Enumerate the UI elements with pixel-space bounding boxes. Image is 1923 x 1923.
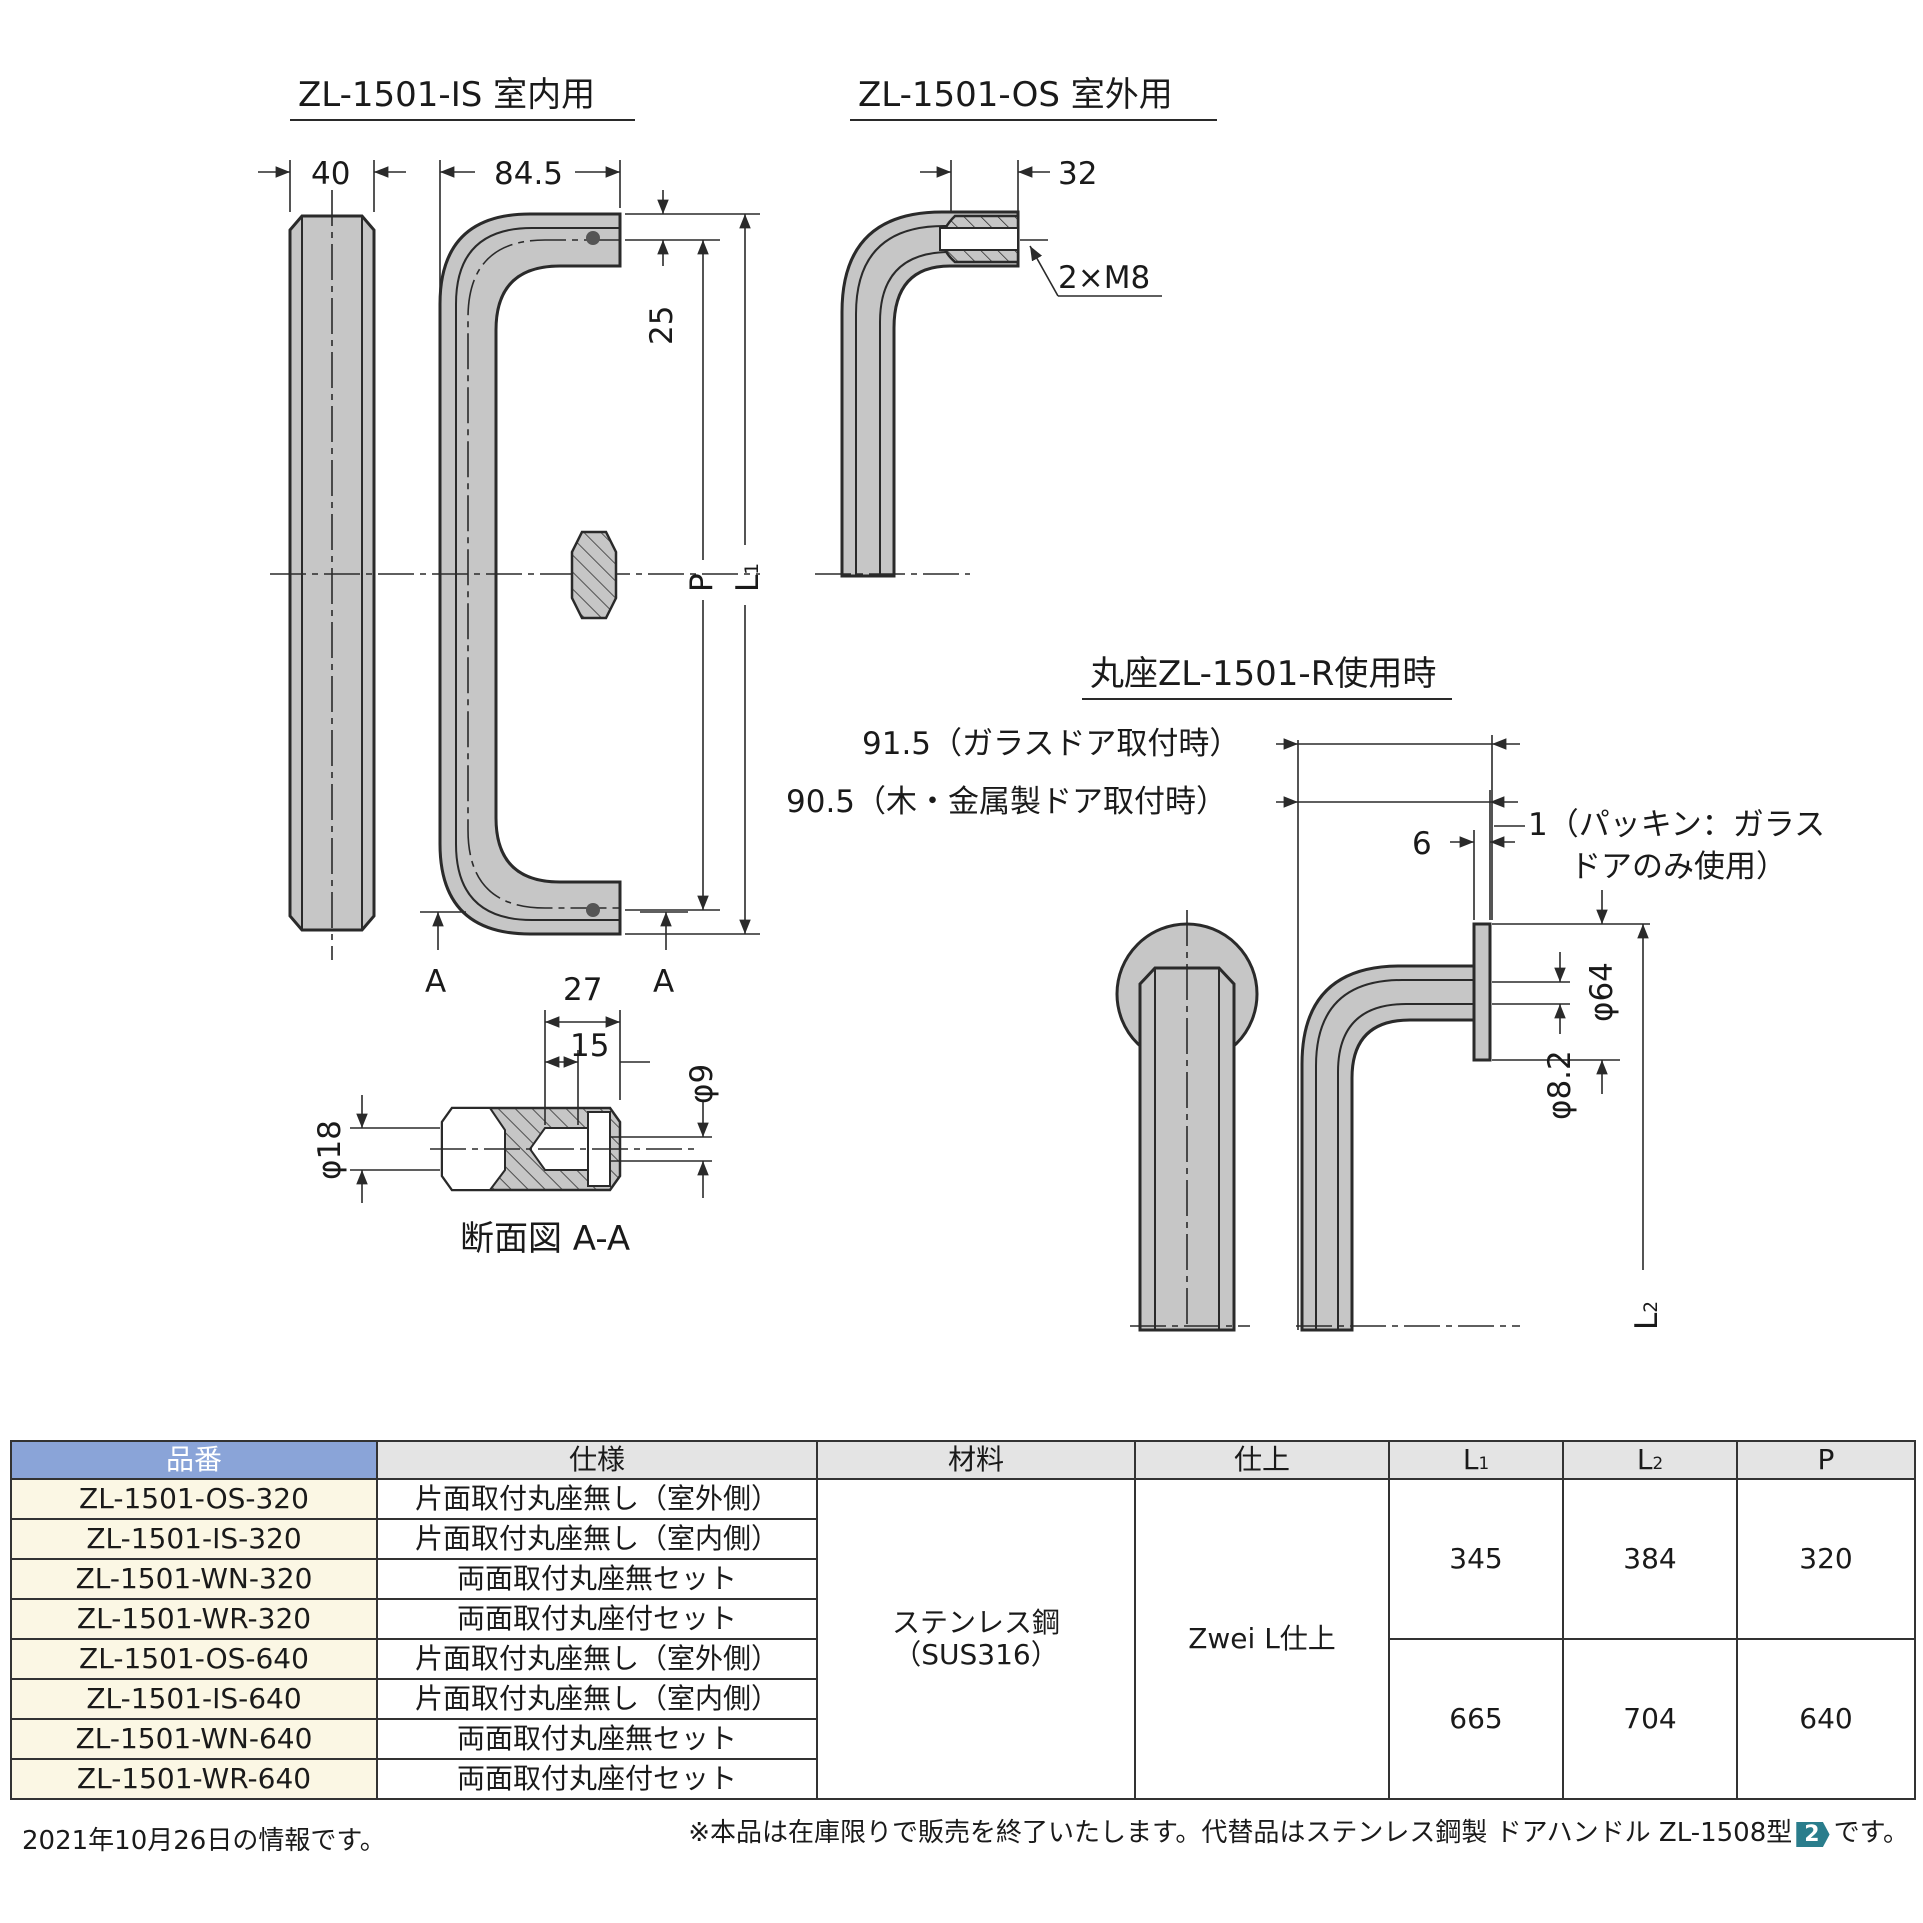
section-a-a-view [430, 1106, 700, 1192]
svg-text:L1: L1 [730, 563, 766, 592]
discontinuation-notice: ※本品は在庫限りで販売を終了いたします。代替品はステンレス鋼製 ドアハンドル Z… [688, 1818, 1909, 1848]
l2-cell-640: 704 [1562, 1638, 1738, 1800]
svg-text:ZL-1501-OS 室外用: ZL-1501-OS 室外用 [858, 75, 1173, 115]
dim-90-5-wood: 90.5（木・金属製ドア取付時） [786, 784, 1518, 920]
section-title: 断面図 A-A [460, 1219, 630, 1259]
spec-table: 品番 仕様 材料 仕上 L1 L2 P ZL-1501-OS-320 片面取付丸… [10, 1440, 1916, 1800]
part-number-cell: ZL-1501-WR-640 [10, 1758, 378, 1800]
part-number-cell: ZL-1501-OS-640 [10, 1638, 378, 1680]
svg-text:L2: L2 [1629, 1301, 1665, 1330]
dim-phi9: φ9 [610, 1064, 720, 1198]
title-indoor: ZL-1501-IS 室内用 [290, 75, 635, 121]
header-l2: L2 [1562, 1440, 1738, 1480]
thread-callout: 2×M8 [1020, 239, 1162, 297]
header-material: 材料 [816, 1440, 1136, 1480]
part-number-cell: ZL-1501-WR-320 [10, 1598, 378, 1640]
svg-text:90.5（木・金属製ドア取付時）: 90.5（木・金属製ドア取付時） [786, 784, 1227, 820]
svg-text:2×M8: 2×M8 [1058, 260, 1150, 296]
part-number-cell: ZL-1501-IS-320 [10, 1518, 378, 1560]
spec-cell: 片面取付丸座無し（室外側） [376, 1638, 818, 1680]
dim-length-l2: L2 [1629, 924, 1665, 1330]
spec-cell: 両面取付丸座無セット [376, 1718, 818, 1760]
dim-91-5-glass: 91.5（ガラスドア取付時） [862, 726, 1520, 1330]
material-cell: ステンレス鋼（SUS316） [816, 1478, 1136, 1800]
svg-text:A: A [425, 964, 446, 1000]
spec-cell: 両面取付丸座付セット [376, 1758, 818, 1800]
svg-text:A: A [653, 964, 674, 1000]
round-base-handle-view [1296, 922, 1520, 1332]
part-number-cell: ZL-1501-WN-320 [10, 1558, 378, 1600]
svg-text:25: 25 [644, 306, 680, 345]
title-outdoor: ZL-1501-OS 室外用 [850, 75, 1217, 121]
svg-text:91.5（ガラスドア取付時）: 91.5（ガラスドア取付時） [862, 726, 1240, 762]
header-finish: 仕上 [1134, 1440, 1390, 1480]
finish-cell: Zwei L仕上 [1134, 1478, 1390, 1800]
handle-l-outdoor-view [815, 210, 1020, 578]
spec-cell: 片面取付丸座無し（室外側） [376, 1478, 818, 1520]
dim-27: 27 [544, 972, 621, 1125]
table-row: ZL-1501-IS-320 片面取付丸座無し（室内側） [10, 1518, 1915, 1560]
svg-text:84.5: 84.5 [494, 156, 563, 192]
dim-width-40: 40 [258, 156, 406, 212]
dim-pitch-p: P [625, 240, 720, 911]
spec-cell: 両面取付丸座無セット [376, 1558, 818, 1600]
spec-cell: 片面取付丸座無し（室内側） [376, 1518, 818, 1560]
svg-text:15: 15 [570, 1028, 609, 1064]
header-p: P [1736, 1440, 1916, 1480]
l1-cell-320: 345 [1388, 1478, 1564, 1640]
table-row: ZL-1501-WN-640 両面取付丸座無セット [10, 1718, 1915, 1760]
round-base-side-view [1115, 910, 1259, 1332]
svg-text:ドアのみ使用）: ドアのみ使用） [1570, 849, 1787, 885]
dim-width-32: 32 [920, 156, 1097, 212]
dim-15: 15 [545, 1028, 650, 1125]
svg-text:φ9: φ9 [684, 1064, 720, 1104]
page-ref-badge[interactable]: 2 [1796, 1822, 1830, 1847]
table-row: ZL-1501-WN-320 両面取付丸座無セット [10, 1558, 1915, 1600]
svg-text:φ18: φ18 [312, 1120, 348, 1180]
table-header-row: 品番 仕様 材料 仕上 L1 L2 P [10, 1440, 1916, 1480]
dim-6-and-packing: 6 1（パッキン：ガラス ドアのみ使用） [1412, 807, 1825, 920]
dim-phi18: φ18 [312, 1095, 440, 1203]
l1-cell-640: 665 [1388, 1638, 1564, 1800]
part-number-cell: ZL-1501-IS-640 [10, 1678, 378, 1720]
svg-text:φ64: φ64 [1584, 962, 1620, 1022]
spec-cell: 片面取付丸座無し（室内側） [376, 1678, 818, 1720]
part-number-cell: ZL-1501-OS-320 [10, 1478, 378, 1520]
table-row: ZL-1501-WR-320 両面取付丸座付セット [10, 1598, 1915, 1640]
handle-u-front-view [270, 212, 760, 936]
svg-text:φ8.2: φ8.2 [1542, 1050, 1578, 1120]
header-spec: 仕様 [376, 1440, 818, 1480]
table-row: ZL-1501-OS-320 片面取付丸座無し（室外側） ステンレス鋼（SUS3… [10, 1478, 1916, 1800]
p-cell-640: 640 [1736, 1638, 1916, 1800]
handle-side-view [288, 190, 376, 960]
svg-text:6: 6 [1412, 826, 1432, 862]
header-part-number: 品番 [10, 1440, 378, 1480]
table-row: ZL-1501-IS-640 片面取付丸座無し（室内側） [10, 1678, 1915, 1720]
svg-text:1（パッキン：ガラス: 1（パッキン：ガラス [1528, 807, 1825, 843]
svg-text:丸座ZL-1501-R使用時: 丸座ZL-1501-R使用時 [1090, 654, 1436, 694]
dim-phi64: φ64 [1492, 890, 1650, 1094]
dim-length-l1: L1 [625, 214, 766, 935]
table-row: ZL-1501-WR-640 両面取付丸座付セット [10, 1758, 1915, 1800]
svg-text:40: 40 [311, 156, 350, 192]
header-l1: L1 [1388, 1440, 1564, 1480]
svg-text:P: P [684, 573, 720, 592]
dim-25: 25 [625, 190, 760, 345]
l2-cell-320: 384 [1562, 1478, 1738, 1640]
dim-phi8-2: φ8.2 [1492, 952, 1578, 1120]
spec-cell: 両面取付丸座付セット [376, 1598, 818, 1640]
dim-width-84-5: 84.5 [439, 156, 621, 296]
part-number-cell: ZL-1501-WN-640 [10, 1718, 378, 1760]
svg-text:ZL-1501-IS 室内用: ZL-1501-IS 室内用 [298, 75, 595, 115]
section-marker-a: A A [420, 911, 688, 1000]
info-date-note: 2021年10月26日の情報です。 [22, 1826, 386, 1856]
svg-text:32: 32 [1058, 156, 1097, 192]
p-cell-320: 320 [1736, 1478, 1916, 1640]
table-row: ZL-1501-OS-640 片面取付丸座無し（室外側） 665 704 640 [10, 1638, 1916, 1800]
svg-text:27: 27 [563, 972, 602, 1008]
title-round-base: 丸座ZL-1501-R使用時 [1082, 654, 1452, 700]
